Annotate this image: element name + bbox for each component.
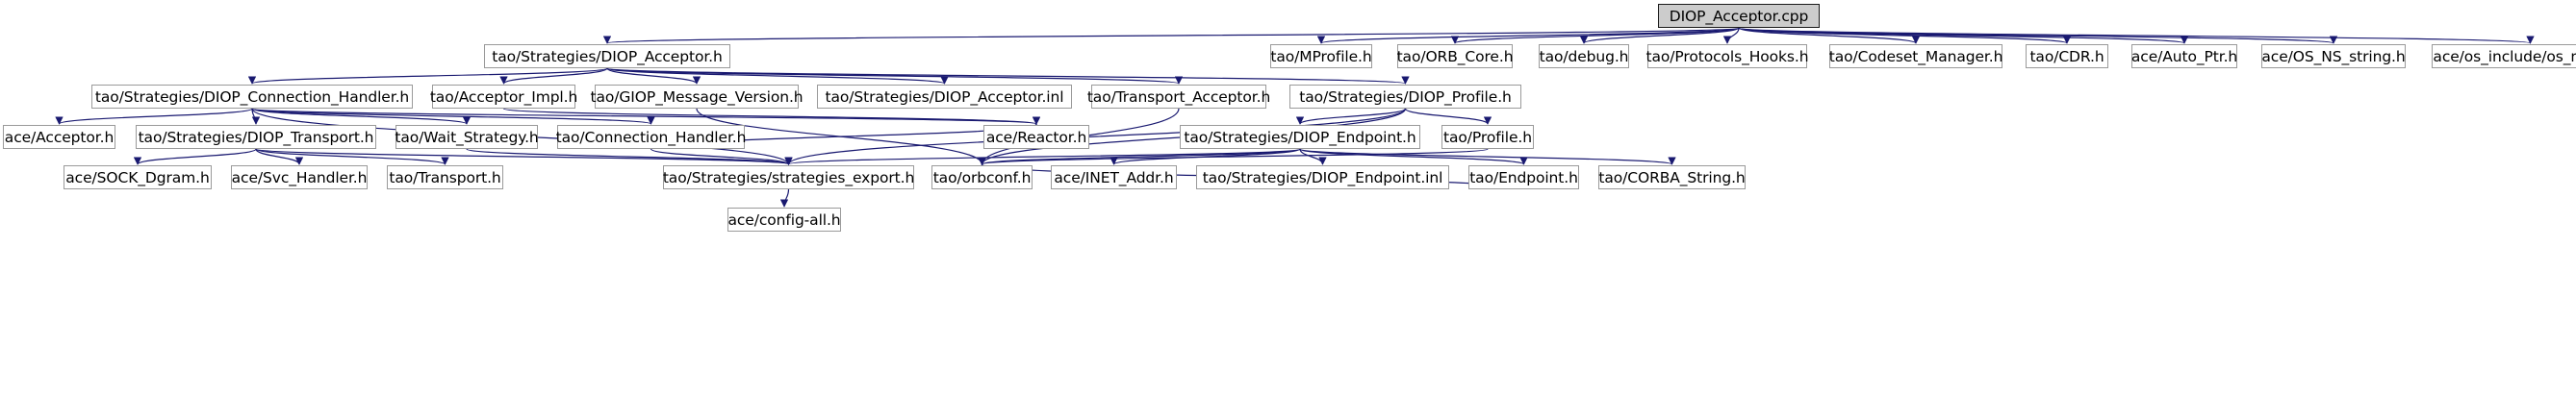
graph-edge <box>1299 148 1528 165</box>
graph-node[interactable]: tao/debug.h <box>1539 44 1629 68</box>
graph-node[interactable]: tao/Connection_Handler.h <box>556 125 746 149</box>
graph-node[interactable]: ace/config-all.h <box>727 208 841 232</box>
graph-node[interactable]: tao/GIOP_Message_Version.h <box>591 85 803 109</box>
graph-node[interactable]: tao/MProfile.h <box>1270 44 1372 68</box>
graph-edge <box>1722 27 1740 44</box>
graph-edge <box>255 148 449 165</box>
graph-node[interactable]: tao/Strategies/DIOP_Acceptor.h <box>484 44 730 68</box>
graph-edge <box>606 67 1409 85</box>
graph-edge <box>603 27 1740 44</box>
graph-node[interactable]: tao/Strategies/DIOP_Connection_Handler.h <box>91 85 413 109</box>
graph-node[interactable]: ace/os_include/os_netdb.h <box>2432 44 2576 68</box>
graph-node[interactable]: tao/Codeset_Manager.h <box>1829 44 2002 68</box>
graph-edge <box>251 108 655 125</box>
graph-node[interactable]: tao/Strategies/DIOP_Endpoint.h <box>1180 125 1420 149</box>
graph-edge <box>466 148 793 165</box>
graph-node[interactable]: tao/Profile.h <box>1441 125 1534 149</box>
graph-edge <box>1451 27 1740 44</box>
graph-edge <box>251 108 261 125</box>
graph-node[interactable]: tao/Strategies/DIOP_Acceptor.inl <box>817 85 1072 109</box>
graph-edge <box>1404 108 1492 125</box>
graph-edge <box>1299 148 1676 165</box>
graph-edge <box>255 148 793 165</box>
graph-edge <box>779 188 790 208</box>
graph-node[interactable]: ace/Svc_Handler.h <box>231 165 368 189</box>
graph-node[interactable]: tao/Transport.h <box>387 165 503 189</box>
graph-node[interactable]: tao/Strategies/DIOP_Endpoint.inl <box>1196 165 1449 189</box>
graph-edge <box>1738 27 2071 44</box>
graph-edge <box>251 108 471 125</box>
graph-node[interactable]: ace/INET_Addr.h <box>1051 165 1177 189</box>
graph-node[interactable]: tao/CDR.h <box>2026 44 2108 68</box>
graph-node[interactable]: tao/orbconf.h <box>931 165 1033 189</box>
graph-edge <box>1579 27 1740 44</box>
graph-edge <box>1295 108 1407 125</box>
graph-edge <box>606 67 949 85</box>
graph-node[interactable]: tao/Strategies/DIOP_Transport.h <box>136 125 376 149</box>
graph-node[interactable]: ace/OS_NS_string.h <box>2261 44 2406 68</box>
graph-node[interactable]: tao/Endpoint.h <box>1468 165 1579 189</box>
graph-node[interactable]: ace/Acceptor.h <box>3 125 115 149</box>
graph-edge <box>606 67 1183 85</box>
graph-edge <box>1738 27 2337 44</box>
graph-edge <box>978 148 1489 165</box>
graph-node[interactable]: DIOP_Acceptor.cpp <box>1658 4 1820 28</box>
graph-edge <box>1738 27 2534 44</box>
graph-edge <box>1109 148 1301 165</box>
graph-node[interactable]: tao/ORB_Core.h <box>1397 44 1514 68</box>
graph-node[interactable]: ace/Reactor.h <box>983 125 1089 149</box>
graph-edge <box>650 148 793 165</box>
graph-node[interactable]: tao/Wait_Strategy.h <box>395 125 539 149</box>
graph-edge <box>251 108 1040 125</box>
graph-edge <box>606 67 701 85</box>
graph-edge <box>1738 27 2188 44</box>
graph-node[interactable]: ace/Auto_Ptr.h <box>2131 44 2237 68</box>
graph-node[interactable]: tao/Acceptor_Impl.h <box>430 85 577 109</box>
graph-edge <box>248 67 608 85</box>
graph-edge <box>499 67 608 85</box>
graph-edge <box>1299 148 1327 165</box>
graph-edge <box>978 148 1301 165</box>
graph-edge <box>1738 27 1921 44</box>
graph-edge <box>502 108 1040 125</box>
graph-edge <box>133 148 257 165</box>
graph-node[interactable]: tao/CORBA_String.h <box>1598 165 1746 189</box>
graph-node[interactable]: tao/Strategies/strategies_export.h <box>663 165 914 189</box>
graph-node[interactable]: tao/Protocols_Hooks.h <box>1646 44 1809 68</box>
graph-node[interactable]: tao/Transport_Acceptor.h <box>1087 85 1270 109</box>
graph-edge <box>255 148 304 165</box>
graph-node[interactable]: ace/SOCK_Dgram.h <box>64 165 212 189</box>
graph-edge <box>784 148 1301 165</box>
graph-edge <box>1317 27 1740 44</box>
graph-node[interactable]: tao/Strategies/DIOP_Profile.h <box>1289 85 1521 109</box>
graph-edge <box>55 108 253 125</box>
